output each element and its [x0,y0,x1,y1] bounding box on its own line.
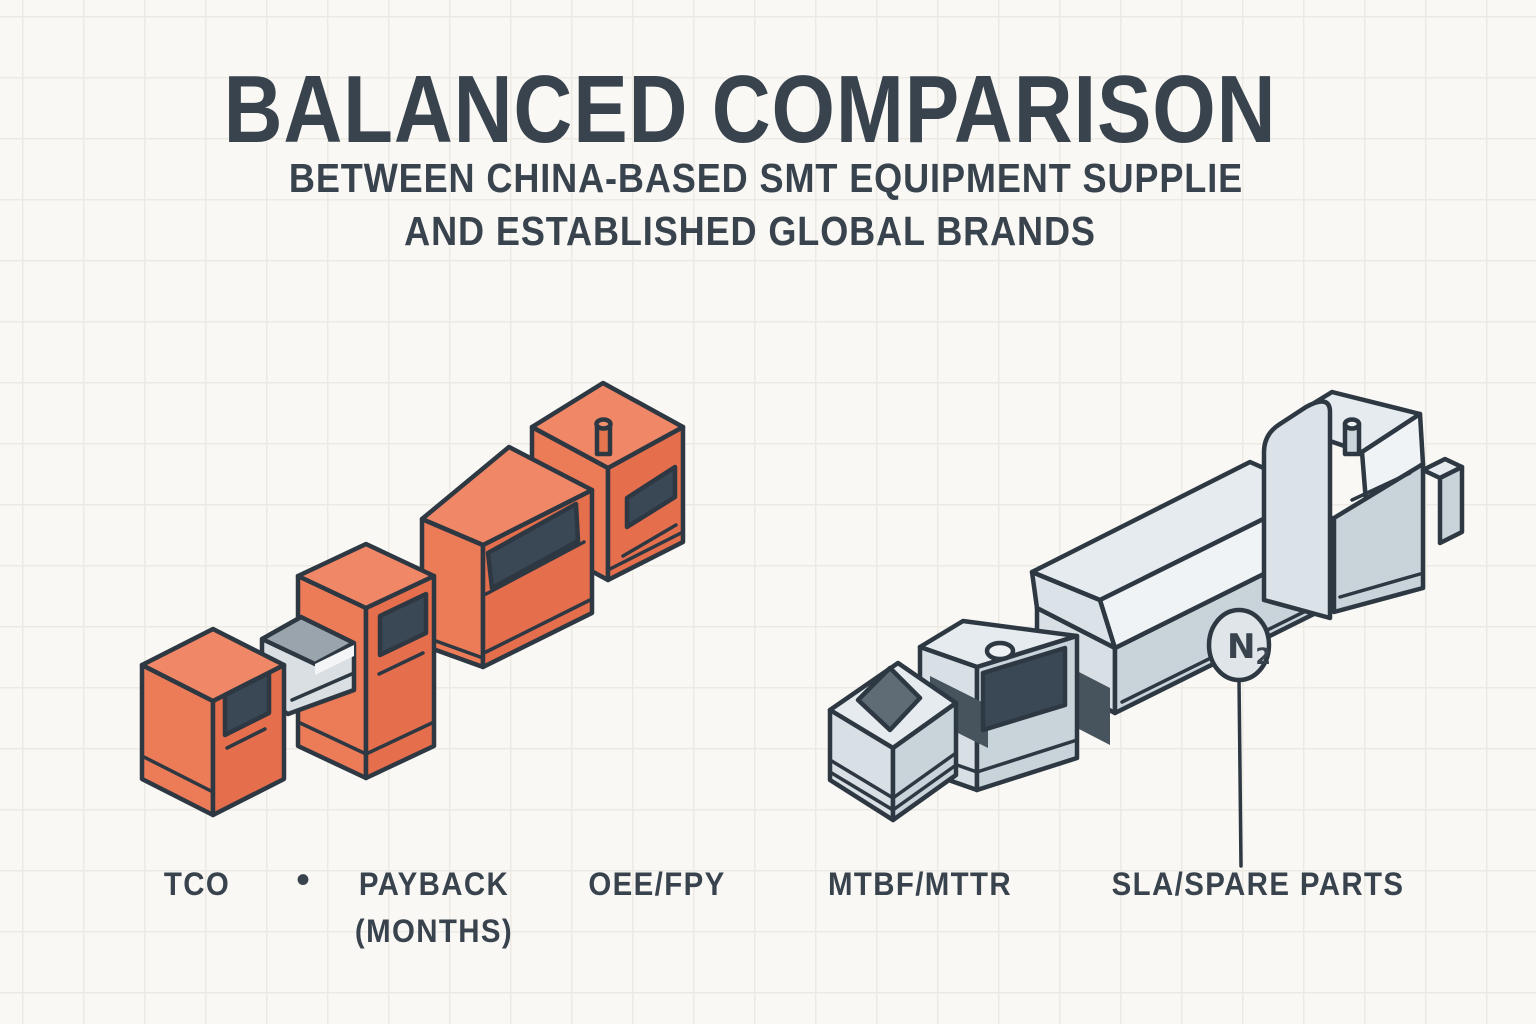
chimney-icon [1342,417,1362,457]
curved-edge-band [1261,399,1333,621]
subtitle-line-2: AND ESTABLISHED GLOBAL BRANDS [404,208,1096,254]
global-brand-line-illustration [827,389,1465,823]
metric-label-tco: TCO [163,866,231,902]
metric-label-mtbf-mttr: MTBF/MTTR [827,866,1013,902]
magazine-slot [855,665,923,733]
conveyor-belt [259,614,357,717]
metric-label-payback: PAYBACK (MONTHS) [355,868,513,947]
chimney-icon [594,417,613,457]
machine-window [222,670,272,738]
metric-label-sla-spare-parts: SLA/SPARE PARTS [1111,866,1405,902]
leader-line [1237,676,1243,868]
gray-machine-chimney-unit [1261,389,1465,621]
machine-window [377,591,429,658]
machine-window [624,464,678,530]
orange-loader-machine [139,626,287,818]
n2-label: N2 [1227,627,1271,670]
top-port-icon [984,640,1016,662]
machine-window [980,645,1068,733]
metric-label-payback-line1: PAYBACK [358,866,510,902]
bullet-separator: • [295,858,311,902]
subtitle-line-1: BETWEEN CHINA-BASED SMT EQUIPMENT SUPPLI… [288,155,1244,201]
china-smt-line-illustration [139,380,686,818]
page-title: BALANCED COMPARISON [223,56,1277,163]
metric-label-payback-line2: (MONTHS) [354,913,514,949]
gray-loader-machine [827,660,959,823]
orange-reflow-oven [419,444,595,670]
n2-annotation: N2 [1206,607,1272,868]
side-box [1420,456,1465,546]
metric-label-oee-fpy: OEE/FPY [588,866,726,902]
n2-badge [1206,607,1272,683]
oven-window [485,501,581,591]
